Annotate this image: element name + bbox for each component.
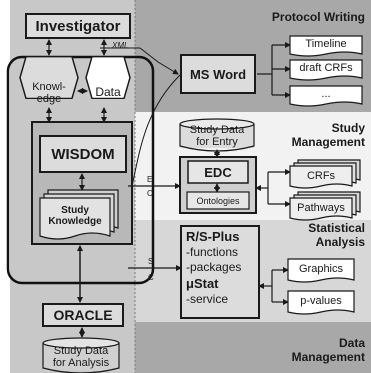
investigator-box	[25, 13, 131, 39]
connector-e-top: E	[147, 175, 153, 184]
knowledge-label: Knowl- edge	[32, 81, 66, 105]
xml-tag: XML	[112, 41, 129, 50]
connector-c-bottom: C	[148, 273, 154, 282]
oracle-box	[42, 303, 124, 327]
edc-label: EDC	[204, 164, 232, 180]
investigator-label: Investigator	[35, 17, 121, 35]
data-label: Data	[95, 85, 121, 99]
oracle-label: ORACLE	[53, 307, 113, 323]
statistical-analysis-title: Statistical Analysis	[308, 221, 365, 249]
ms-word-label: MS Word	[189, 66, 247, 82]
study-management-title: Study Management	[291, 121, 365, 149]
study-knowledge-label: Study Knowledge	[48, 205, 102, 227]
packages-label: -packages	[186, 260, 242, 274]
connector-s: S	[148, 257, 154, 266]
rs-plus-label: R/S-Plus	[186, 229, 240, 244]
protocol-writing-title: Protocol Writing	[271, 10, 365, 24]
p-values-label: p-values	[300, 294, 342, 307]
functions-label: -functions	[186, 245, 239, 259]
timeline-label: Timeline	[305, 38, 347, 50]
study-data-entry-label: Study Data for Entry	[189, 124, 245, 148]
data-management-title: Data Management	[291, 336, 365, 364]
pathways-label: Pathways	[297, 201, 345, 214]
ontologies-label: Ontologies	[196, 195, 240, 206]
connector-c-top: C	[147, 189, 153, 198]
study-data-analysis-label: Study Data for Analysis	[52, 345, 110, 369]
graphics-label: Graphics	[298, 262, 344, 275]
draft-crfs-label: draft CRFs	[299, 62, 353, 74]
mustat-label: μStat	[186, 276, 219, 291]
wisdom-label: WISDOM	[51, 145, 115, 163]
ms-word-box	[180, 54, 256, 94]
rs-plus-box	[180, 225, 260, 319]
crfs-label: CRFs	[306, 169, 336, 182]
service-label: -service	[186, 292, 229, 306]
data-management-panel	[135, 322, 371, 373]
more-outputs-label: ...	[321, 88, 331, 100]
